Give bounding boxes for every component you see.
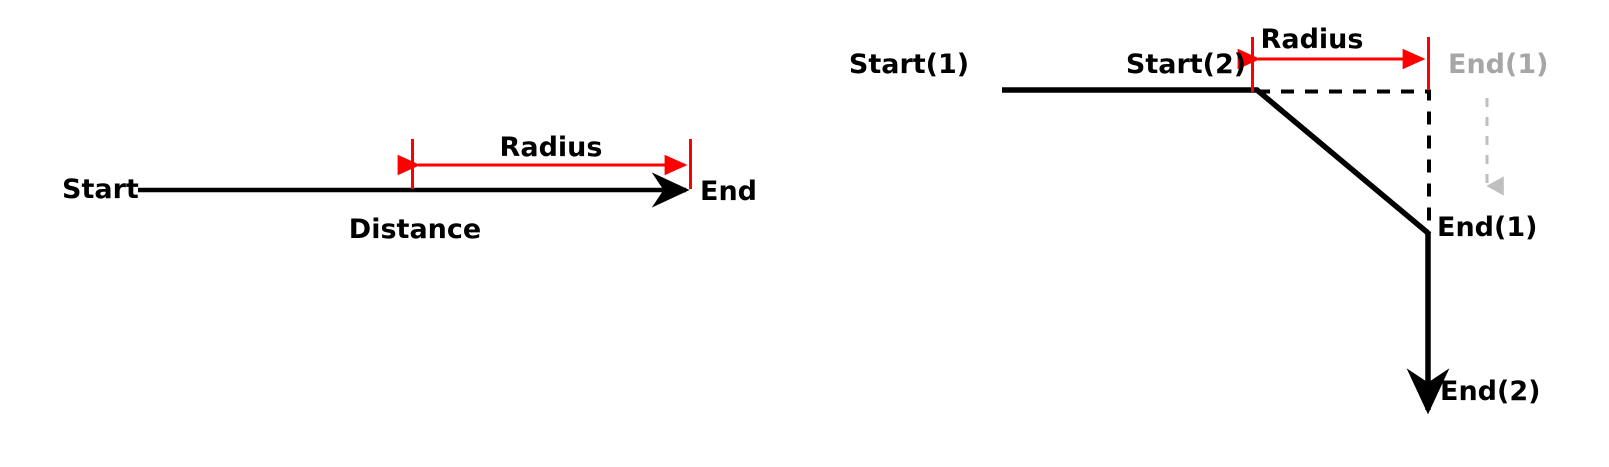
distance-label: Distance bbox=[348, 214, 482, 245]
end1-ghost-label: End(1) bbox=[1448, 49, 1549, 80]
original-corner-dashed bbox=[1257, 89, 1431, 233]
radius-label-right-panel: Radius bbox=[1260, 24, 1364, 55]
start-label: Start bbox=[62, 174, 139, 205]
end2-label: End(2) bbox=[1440, 376, 1541, 407]
end1-label: End(1) bbox=[1437, 212, 1538, 243]
start1-label: Start(1) bbox=[848, 49, 970, 80]
panel-single-segment bbox=[138, 139, 692, 208]
panel-two-segment-corner bbox=[1002, 37, 1504, 415]
radius-label-left-panel: Radius bbox=[499, 132, 603, 163]
path-polyline bbox=[1002, 87, 1430, 236]
start2-label: Start(2) bbox=[1125, 49, 1247, 80]
end-label: End bbox=[700, 176, 757, 207]
